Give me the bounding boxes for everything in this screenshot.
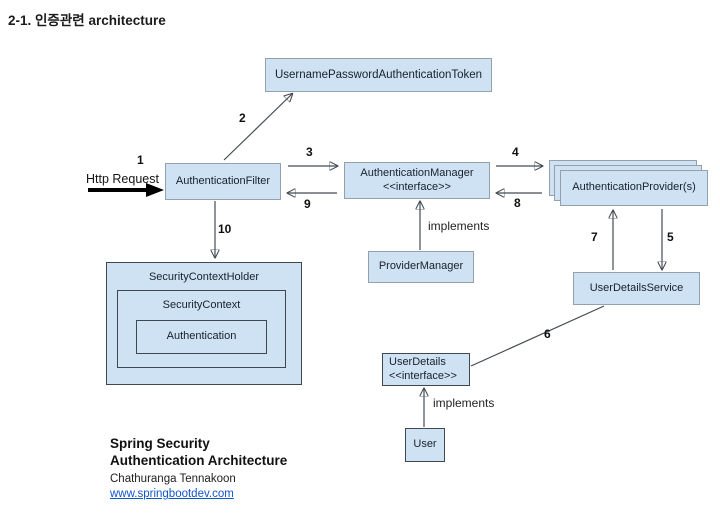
step-number-1: 1 [137, 153, 144, 167]
box-authentication-filter: AuthenticationFilter [165, 163, 281, 200]
implements-label-provider-manager: implements [428, 219, 490, 233]
box-provider-manager: ProviderManager [368, 251, 474, 283]
page-title: 2-1. 인증관련 architecture [8, 13, 166, 28]
box-authentication-providers: AuthenticationProvider(s) [560, 170, 708, 206]
step-number-4: 4 [512, 145, 519, 159]
box-user-details-service: UserDetailsService [573, 272, 700, 305]
box-security-context-holder-label: SecurityContextHolder [148, 271, 260, 283]
footer-title-line2: Authentication Architecture [110, 452, 288, 468]
arrow-step-2 [223, 94, 292, 161]
step-number-6: 6 [544, 327, 551, 341]
footer-website-link[interactable]: www.springbootdev.com [110, 488, 234, 500]
box-security-context-label: SecurityContext [162, 299, 241, 311]
footer-author: Chathuranga Tennakoon [110, 473, 236, 485]
box-user-details-label: UserDetails [389, 355, 446, 368]
box-authentication: Authentication [136, 320, 267, 354]
box-authentication-manager: AuthenticationManager <<interface>> [344, 162, 490, 199]
box-user: User [405, 428, 445, 462]
step-number-2: 2 [239, 111, 246, 125]
step-number-10: 10 [218, 222, 232, 236]
box-user-details-stereotype: <<interface>> [389, 369, 457, 382]
step-number-5: 5 [667, 230, 674, 244]
box-user-details: UserDetails <<interface>> [382, 353, 470, 386]
footer-title: Spring Security Authentication Architect… [110, 436, 287, 470]
box-authentication-manager-label: AuthenticationManager [360, 166, 474, 179]
box-username-password-authentication-token: UsernamePasswordAuthenticationToken [265, 58, 492, 92]
step-number-8: 8 [514, 196, 521, 210]
box-authentication-manager-stereotype: <<interface>> [383, 180, 451, 193]
footer-title-line1: Spring Security [110, 436, 210, 451]
http-request-label: Http Request [86, 172, 159, 186]
step-number-7: 7 [591, 230, 598, 244]
implements-label-user: implements [433, 396, 495, 410]
step-number-3: 3 [306, 145, 313, 159]
line-step-6 [470, 305, 605, 367]
step-number-9: 9 [304, 197, 311, 211]
